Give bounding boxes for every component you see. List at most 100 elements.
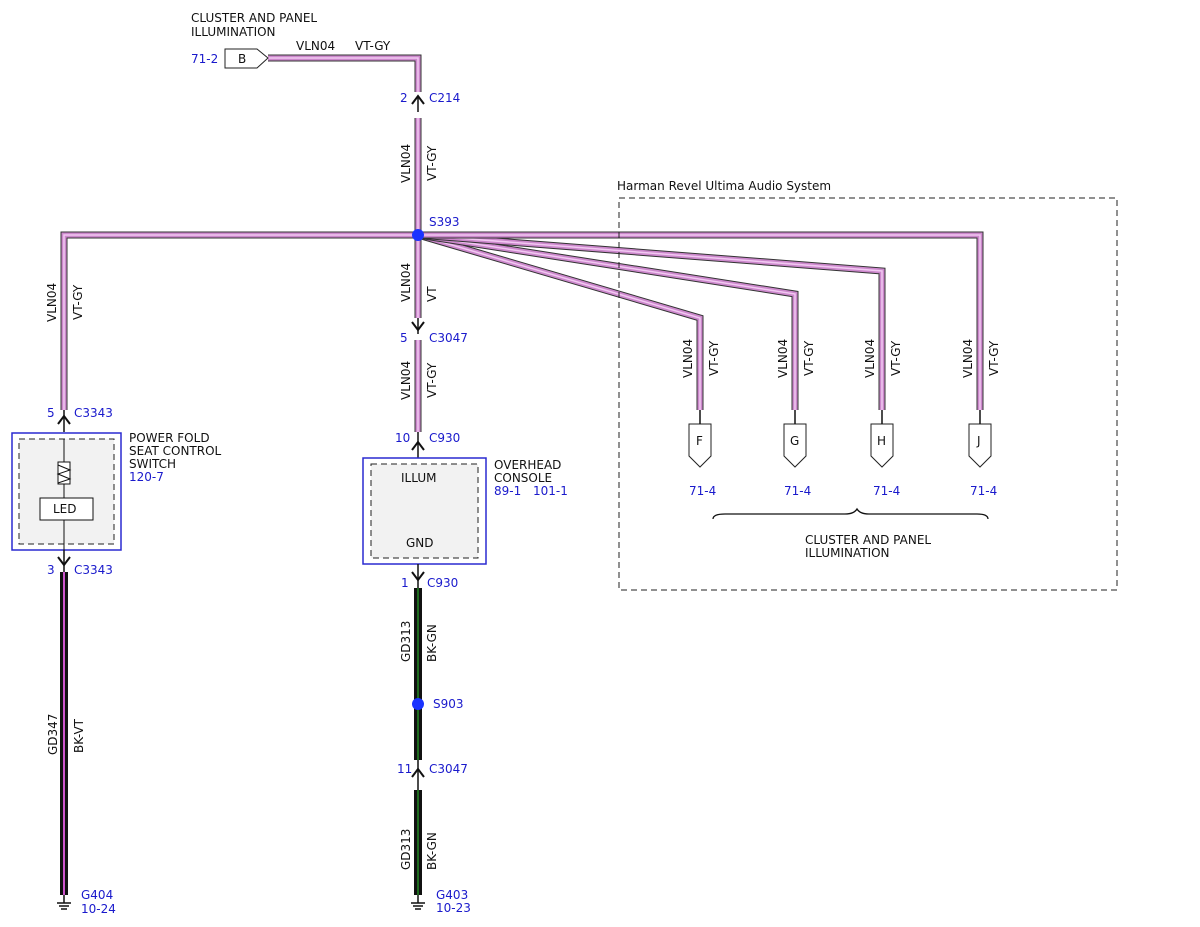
audio-system-title: Harman Revel Ultima Audio System [617,179,831,193]
audio-h-circuit: VLN04 [863,339,877,378]
audio-output-h[interactable]: VLN04 VT-GY H 71-4 [863,339,903,498]
wire-s393-c3047-circuit: VLN04 [399,263,413,302]
c3047-top-pin: 5 [400,331,408,345]
wire-left-circuit: VLN04 [45,283,59,322]
connector-c930-bottom[interactable]: 1 C930 [401,564,458,590]
wire-c3047-c930-circuit: VLN04 [399,361,413,400]
wire-s393-to-h[interactable] [417,231,886,410]
wire-c3047-c930-color: VT-GY [425,362,439,398]
c214-name: C214 [429,91,460,105]
wire-left-color: VT-GY [71,284,85,320]
g403-name: G403 [436,888,468,902]
c3047-bottom-pin: 11 [397,762,412,776]
splice-s393[interactable] [412,229,424,241]
seat-control-switch[interactable]: LED POWER FOLD SEAT CONTROL SWITCH 120-7 [11,431,222,551]
top-title-line1: CLUSTER AND PANEL [191,11,317,25]
console-pin-gnd: GND [406,536,434,550]
audio-f-circuit: VLN04 [681,339,695,378]
seat-switch-title-line1: POWER FOLD [129,431,210,445]
audio-g-color: VT-GY [802,340,816,376]
audio-system: Harman Revel Ultima Audio System VLN04 V… [617,179,1118,591]
group-label-line1: CLUSTER AND PANEL [805,533,931,547]
top-wire-color: VT-GY [355,39,391,53]
wire-c930-s903-color: BK-GN [425,624,439,662]
c930-bottom-name: C930 [427,576,458,590]
c3343-top-pin: 5 [47,406,55,420]
audio-g-letter: G [790,434,799,448]
audio-output-g[interactable]: VLN04 VT-GY G 71-4 [776,339,816,498]
c3047-bottom-name: C3047 [429,762,468,776]
console-title-line2: CONSOLE [494,471,552,485]
top-connector-ref[interactable]: 71-2 [191,52,218,66]
wire-gd347-color: BK-VT [72,718,86,753]
c3343-bottom-pin: 3 [47,563,55,577]
c3343-top-name: C3343 [74,406,113,420]
splice-s903-label: S903 [433,697,464,711]
group-brace [712,507,989,520]
console-title-line1: OVERHEAD [494,458,561,472]
audio-f-letter: F [696,434,703,448]
connector-c3343-top[interactable]: 5 C3343 [47,406,113,432]
audio-output-f[interactable]: VLN04 VT-GY F 71-4 [681,339,721,498]
ground-g404[interactable]: G404 10-24 [57,888,116,916]
connector-c3047-bottom[interactable]: 11 C3047 [397,760,468,790]
audio-output-j[interactable]: VLN04 VT-GY J 71-4 [961,339,1001,498]
splice-s903[interactable] [412,698,424,710]
g403-ref[interactable]: 10-23 [436,901,471,915]
audio-h-ref[interactable]: 71-4 [873,484,900,498]
seat-switch-title-line3: SWITCH [129,457,176,471]
wire-c930-s903-circuit: GD313 [399,621,413,662]
wire-c214-s393-circuit: VLN04 [399,144,413,183]
wire-b-to-c214[interactable] [268,54,422,92]
connector-b-letter: B [238,52,246,66]
ground-g403[interactable]: G403 10-23 [411,888,471,915]
led-label: LED [53,502,77,516]
connector-c214[interactable]: 2 C214 [400,91,460,112]
audio-h-letter: H [877,434,886,448]
wire-s393-to-c3343[interactable] [60,231,418,410]
top-wire-circuit: VLN04 [296,39,335,53]
console-ref1[interactable]: 89-1 [494,484,521,498]
c3343-bottom-name: C3343 [74,563,113,577]
top-title-line2: ILLUMINATION [191,25,276,39]
vt-gy-wires [60,54,984,432]
wire-s393-c3047-color: VT [425,286,439,302]
connector-b-shape [224,48,269,69]
connector-c3047-top[interactable]: 5 C3047 [400,318,468,345]
connector-c930-top[interactable]: 10 C930 [395,431,460,458]
audio-j-ref[interactable]: 71-4 [970,484,997,498]
wire-c3047-g403-circuit: GD313 [399,829,413,870]
led-box [39,497,94,521]
c930-bottom-pin: 1 [401,576,409,590]
group-label-line2: ILLUMINATION [805,546,890,560]
wire-c214-s393-color: VT-GY [425,145,439,181]
console-ref2[interactable]: 101-1 [533,484,568,498]
connector-c3343-bottom[interactable]: 3 C3343 [47,550,113,577]
ground-wires [60,572,422,895]
wire-gd347-circuit: GD347 [46,714,60,755]
c930-top-pin: 10 [395,431,410,445]
wire-s393-to-f[interactable] [417,231,704,410]
seat-switch-ref[interactable]: 120-7 [129,470,164,484]
splice-s393-label: S393 [429,215,460,229]
c930-top-name: C930 [429,431,460,445]
audio-j-letter: J [976,434,981,448]
audio-f-color: VT-GY [707,340,721,376]
audio-j-circuit: VLN04 [961,339,975,378]
overhead-console[interactable]: ILLUM GND OVERHEAD CONSOLE 89-1 101-1 [362,457,568,565]
c3047-top-name: C3047 [429,331,468,345]
g404-name: G404 [81,888,113,902]
audio-system-boundary [618,197,1118,591]
audio-g-circuit: VLN04 [776,339,790,378]
c214-pin: 2 [400,91,408,105]
audio-f-ref[interactable]: 71-4 [689,484,716,498]
seat-switch-title-line2: SEAT CONTROL [129,444,222,458]
audio-g-ref[interactable]: 71-4 [784,484,811,498]
audio-h-color: VT-GY [889,340,903,376]
audio-j-color: VT-GY [987,340,1001,376]
g404-ref[interactable]: 10-24 [81,902,116,916]
wire-c3047-g403-color: BK-GN [425,832,439,870]
console-pin-illum: ILLUM [401,471,436,485]
connector-b[interactable]: CLUSTER AND PANEL ILLUMINATION 71-2 B VL… [191,11,391,69]
